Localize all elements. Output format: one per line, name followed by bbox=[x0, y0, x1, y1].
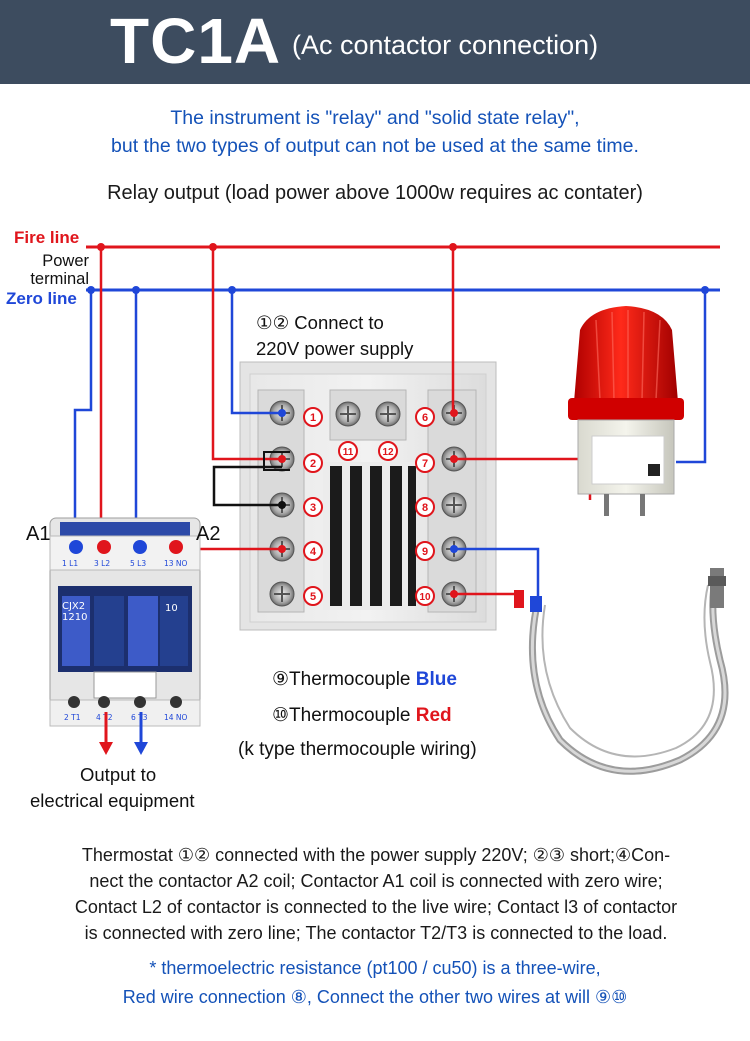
right-terminal-column bbox=[427, 389, 477, 613]
description-line-3: Contact L2 of contactor is connected to … bbox=[74, 897, 678, 917]
terminal-9-label: 9 bbox=[422, 546, 428, 558]
note-line-1: * thermoelectric resistance (pt100 / cu5… bbox=[149, 958, 601, 978]
contactor-bottom-label-3: 6 T3 bbox=[131, 713, 148, 722]
wire-short-2-3a bbox=[263, 451, 290, 471]
thermocouple-red-prefix: ⑩Thermocouple bbox=[272, 705, 411, 726]
contactor-bottom-label-4: 14 NO bbox=[164, 713, 188, 722]
contactor-top-label-3: 5 L3 bbox=[130, 559, 146, 568]
middle-terminal-column bbox=[329, 389, 407, 441]
terminal-number-badges bbox=[303, 407, 435, 606]
left-terminal-column bbox=[257, 389, 305, 613]
contactor-bottom-label-1: 2 T1 bbox=[64, 713, 81, 722]
header-banner: TC1A (Ac contactor connection) bbox=[0, 0, 750, 84]
contactor-brand: CJX2 bbox=[62, 601, 85, 612]
terminal-10-label: 10 bbox=[419, 592, 431, 603]
thermocouple-blue-word: Blue bbox=[415, 669, 457, 690]
fire-line-label: Fire line bbox=[14, 228, 80, 247]
contactor-model: 1210 bbox=[62, 612, 87, 623]
thermocouple-blue-label: ⑨Thermocouple Blue bbox=[272, 668, 457, 691]
wiring-description: Thermostat ①② connected with the power s… bbox=[20, 842, 732, 946]
contactor-a1-label: A1 bbox=[26, 523, 51, 545]
output-label-line-1: Output to bbox=[80, 764, 157, 785]
wire-fire-terminal-2 bbox=[211, 247, 282, 461]
relay-output-title: Relay output (load power above 1000w req… bbox=[107, 182, 643, 204]
model-title: TC1A bbox=[110, 5, 282, 77]
terminal-3-label: 3 bbox=[310, 502, 316, 514]
terminal-1-label: 1 bbox=[310, 412, 316, 424]
wire-terminal-9-blue bbox=[454, 547, 540, 596]
contactor-bottom-label-2: 4 T2 bbox=[96, 713, 113, 722]
terminal-5-label: 5 bbox=[310, 591, 316, 603]
alarm-lamp-icon bbox=[568, 306, 684, 516]
output-label-line-2: electrical equipment bbox=[30, 790, 195, 811]
terminal-7-label: 7 bbox=[422, 458, 428, 470]
contactor-top-label-2: 3 L2 bbox=[94, 559, 110, 568]
terminal-6-label: 6 bbox=[422, 412, 428, 424]
wire-short-2-3 bbox=[212, 465, 282, 507]
wiring-diagram: 1 2 3 4 5 11 12 6 7 8 9 10 bbox=[49, 243, 729, 775]
thermocouple-probe-icon bbox=[514, 568, 729, 775]
notice-line-1: The instrument is "relay" and "solid sta… bbox=[170, 107, 580, 129]
thermocouple-red-word: Red bbox=[415, 705, 452, 726]
thermocouple-type-label: (k type thermocouple wiring) bbox=[238, 739, 477, 760]
description-line-4: is connected with zero line; The contact… bbox=[84, 923, 668, 943]
thermocouple-red-label: ⑩Thermocouple Red bbox=[272, 704, 452, 727]
connect-callout-line-1: ①② Connect to bbox=[256, 312, 384, 333]
output-arrow-red bbox=[99, 742, 113, 755]
terminal-2-label: 2 bbox=[310, 458, 316, 470]
terminal-11-label: 11 bbox=[343, 447, 354, 458]
note-line-2: Red wire connection ⑧, Connect the other… bbox=[122, 987, 628, 1007]
wire-zero-lamp bbox=[676, 290, 707, 464]
description-line-1: Thermostat ①② connected with the power s… bbox=[81, 845, 671, 865]
terminal-8-label: 8 bbox=[422, 502, 428, 514]
contactor-top-label-1: 1 L1 bbox=[62, 559, 78, 568]
contactor-top-label-4: 13 NO bbox=[164, 559, 188, 568]
model-subtitle: (Ac contactor connection) bbox=[292, 30, 599, 60]
power-label-line-1: Power bbox=[42, 252, 89, 270]
wire-zero-a1 bbox=[73, 290, 93, 545]
description-line-2: nect the contactor A2 coil; Contactor A1… bbox=[89, 871, 663, 891]
contactor-a2-label: A2 bbox=[196, 523, 221, 545]
contactor-right-tag: 10 bbox=[165, 603, 178, 614]
notice-line-2: but the two types of output can not be u… bbox=[111, 135, 639, 157]
ac-contactor-icon: CJX2 1210 10 1 L1 3 L2 5 L3 13 NO 2 T1 4… bbox=[49, 517, 201, 727]
output-arrow-blue bbox=[134, 742, 148, 755]
thermocouple-blue-prefix: ⑨Thermocouple bbox=[272, 669, 411, 690]
wire-zero-terminal-1 bbox=[230, 290, 282, 415]
zero-line-label: Zero line bbox=[6, 289, 77, 308]
power-terminal-label: Power terminal bbox=[11, 252, 89, 288]
terminal-12-label: 12 bbox=[382, 447, 394, 458]
connect-callout-line-2: 220V power supply bbox=[256, 338, 414, 359]
terminal-4-label: 4 bbox=[310, 546, 317, 558]
power-label-line-2: terminal bbox=[30, 270, 89, 288]
